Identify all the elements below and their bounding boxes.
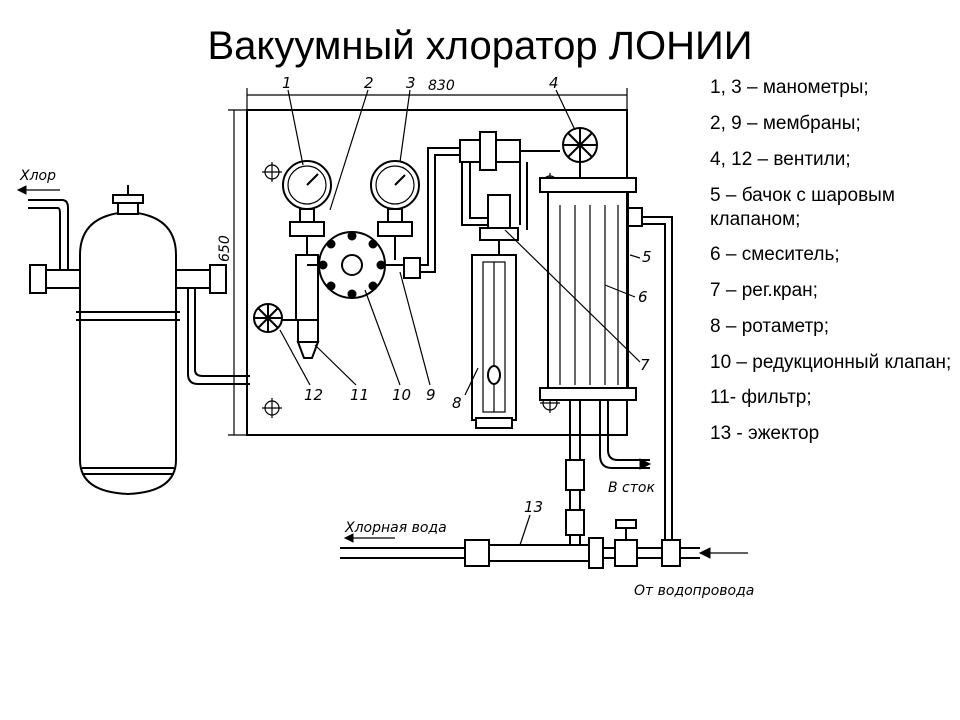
callout-6: 6 — [638, 288, 648, 306]
filter-11 — [296, 319, 320, 359]
callout-7: 7 — [640, 356, 650, 374]
pressure-gauge-3 — [370, 160, 420, 260]
dimension-width: 830 — [246, 78, 628, 110]
callout-1: 1 — [282, 74, 292, 92]
ejector-13: Хлорная вода От водопровода — [340, 519, 754, 599]
legend-item: 11- фильтр; — [710, 387, 812, 408]
legend-item: 13 - эжектор — [710, 423, 820, 444]
legend-item: 7 – рег.кран; — [710, 280, 818, 301]
panel-pipes — [403, 131, 560, 279]
legend-item: 10 – редукционный клапан; — [710, 352, 952, 373]
legend-item: 8 – ротаметр; — [710, 316, 830, 337]
legend-item: 1, 3 – манометры; — [710, 77, 869, 98]
valve-12 — [253, 303, 296, 333]
tank-5 — [539, 177, 643, 401]
callout-10: 10 — [392, 386, 411, 404]
dim-width-label: 830 — [428, 78, 455, 94]
label-from-water: От водопровода — [634, 583, 754, 599]
legend-item: 5 – бачок с шаровым клапаном; — [710, 185, 895, 230]
label-chlorine-water: Хлорная вода — [344, 520, 447, 536]
callout-leaders — [279, 89, 641, 546]
label-chlorine: Хлор — [19, 168, 56, 184]
valve-4 — [562, 127, 598, 178]
callout-11: 11 — [350, 386, 369, 404]
callout-5: 5 — [642, 248, 652, 266]
legend-item: 4, 12 – вентили; — [710, 149, 851, 170]
chlorine-cylinder: Хлор — [16, 168, 250, 496]
drain-pipes: В сток — [565, 216, 673, 545]
legend-item: 6 – смеситель; — [710, 244, 840, 265]
callout-4: 4 — [549, 74, 559, 92]
dim-height-label: 650 — [217, 235, 233, 262]
callout-13: 13 — [524, 498, 543, 516]
callout-8: 8 — [452, 394, 462, 412]
callout-3: 3 — [406, 74, 416, 92]
reducing-valve-10 — [307, 231, 420, 299]
dimension-height: 650 — [217, 109, 247, 436]
legend-list: 1, 3 – манометры; 2, 9 – мембраны; 4, 12… — [710, 76, 955, 458]
label-drain: В сток — [608, 480, 655, 496]
callout-12: 12 — [304, 386, 323, 404]
legend-item: 2, 9 – мембраны; — [710, 113, 861, 134]
slide-title: Вакуумный хлоратор ЛОНИИ — [207, 24, 753, 68]
pressure-gauge-1 — [282, 160, 332, 321]
callout-2: 2 — [364, 74, 374, 92]
callout-9: 9 — [426, 386, 436, 404]
rotameter-8 — [471, 194, 519, 429]
